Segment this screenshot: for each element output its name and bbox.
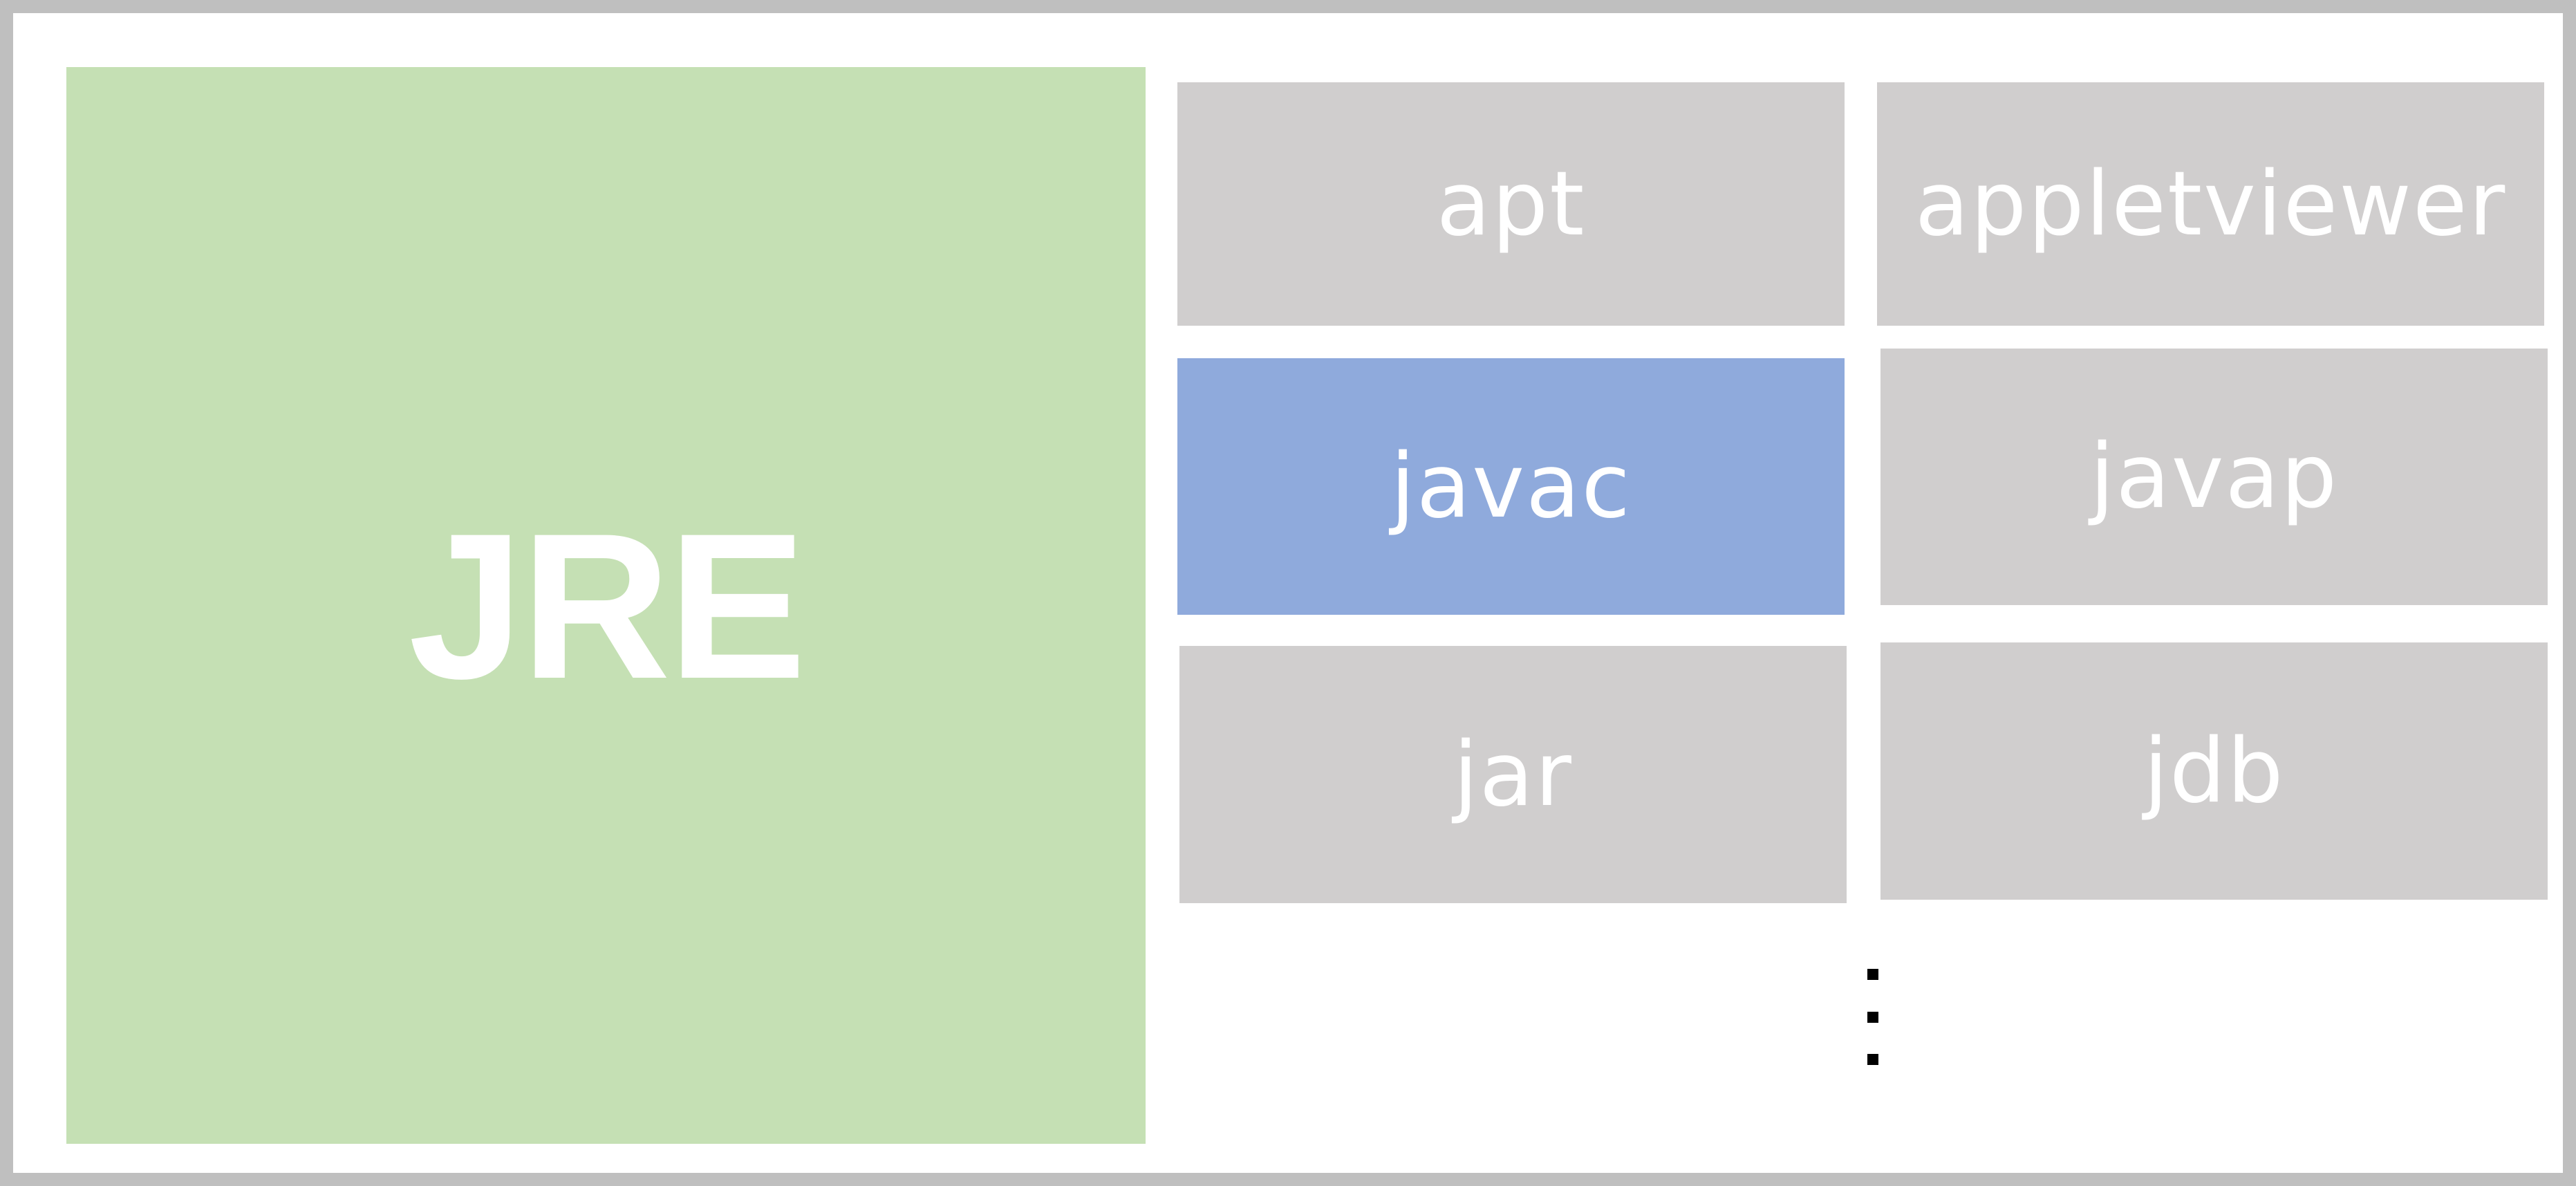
- tool-label: apt: [1436, 152, 1586, 256]
- jre-block: JRE: [66, 67, 1146, 1144]
- tool-label: jdb: [2143, 719, 2285, 823]
- ellipsis-dot: [1867, 1012, 1878, 1023]
- tool-box-javac: javac: [1177, 358, 1845, 615]
- tool-label: appletviewer: [1914, 152, 2507, 256]
- tool-box-jar: jar: [1179, 646, 1847, 903]
- tool-box-javap: javap: [1880, 349, 2548, 605]
- tool-box-jdb: jdb: [1880, 642, 2548, 900]
- tool-label: jar: [1453, 723, 1573, 826]
- tool-label: javac: [1390, 435, 1632, 538]
- tool-label: javap: [2089, 425, 2339, 528]
- tool-box-apt: apt: [1177, 82, 1845, 326]
- vertical-ellipsis-icon: [1867, 961, 1884, 1071]
- ellipsis-dot: [1867, 1054, 1878, 1065]
- ellipsis-dot: [1867, 969, 1878, 980]
- tool-box-appletviewer: appletviewer: [1877, 82, 2544, 326]
- jre-label: JRE: [408, 489, 807, 722]
